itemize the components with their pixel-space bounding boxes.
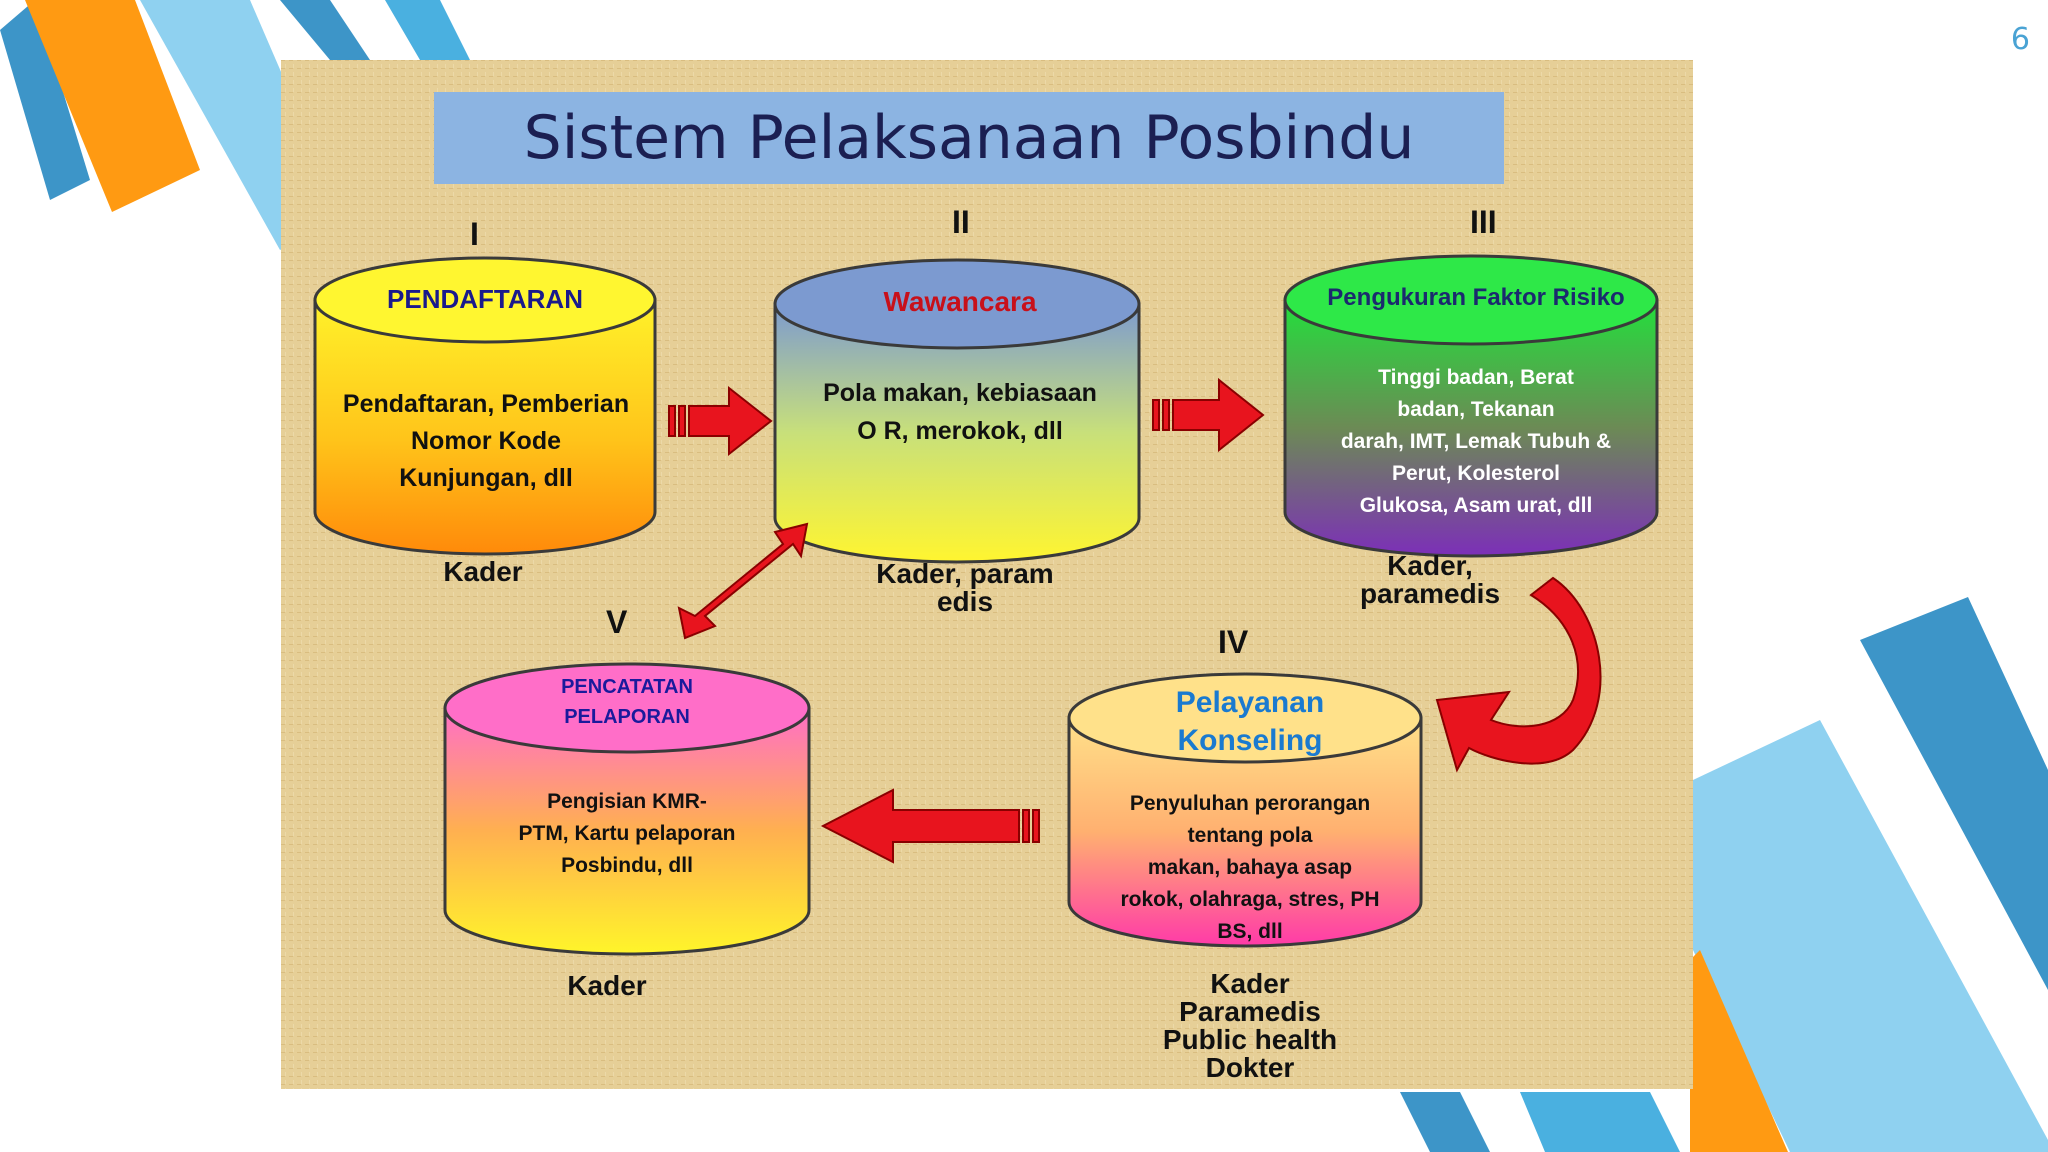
stage-number-i: I (470, 216, 479, 252)
diagram-title: Sistem Pelaksanaan Posbindu (434, 92, 1504, 184)
stripe-right-orange (1690, 950, 1788, 1152)
stage-heading-wawancara: Wawancara (883, 286, 1037, 317)
cylinder-konseling (1067, 672, 1423, 948)
arrow-i-to-ii (668, 385, 773, 457)
stage-heading-pencatatan: PencatatanPelaporan (561, 676, 693, 728)
cylinder-pendaftaran (313, 256, 657, 556)
stage-number-ii: II (952, 204, 970, 240)
actor-pencatatan: Kader (567, 970, 647, 1001)
arrow-iii-to-iv (1435, 576, 1602, 773)
cylinder-pengukuran (1283, 254, 1659, 558)
diagram-panel (281, 60, 1693, 1089)
stripe-bottom-light (1520, 1092, 1680, 1152)
stripe-top-blue-1 (0, 0, 90, 200)
stage-number-iii: III (1470, 204, 1497, 240)
actor-pendaftaran: Kader (443, 556, 523, 587)
stripe-top-orange (25, 0, 200, 212)
stage-number-v: V (606, 604, 628, 640)
stripe-bottom-blue (1400, 1092, 1490, 1152)
stage-heading-pendaftaran: Pendaftaran (387, 284, 583, 314)
cylinder-pencatatan (443, 662, 811, 956)
stripe-right-blue (1860, 597, 2048, 990)
stripe-right-light (1693, 720, 2048, 1152)
actor-pengukuran: Kader,paramedis (1359, 550, 1501, 609)
slide-number: 6 (2010, 22, 2030, 57)
stage-heading-pengukuran: Pengukuran Faktor Risiko (1327, 284, 1625, 311)
stage-number-iv: IV (1218, 624, 1249, 660)
stripe-top-light-2 (385, 0, 470, 60)
arrow-iv-to-v (820, 788, 1040, 864)
arrow-ii-to-iii (1152, 377, 1265, 453)
arrow-ii-v-bidirectional (677, 522, 809, 640)
stripe-top-blue-2 (280, 0, 370, 60)
